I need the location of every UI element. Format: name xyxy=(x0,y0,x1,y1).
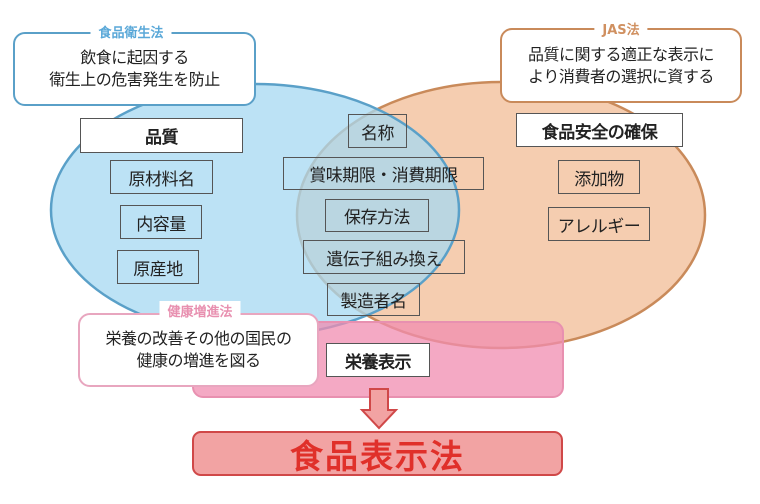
food-sanitation-label: 食品衛生法 xyxy=(90,22,172,41)
purpose-text: 飲食に起因する xyxy=(80,48,189,67)
purpose-text: 衛生上の危害発生を防止 xyxy=(49,70,220,89)
left-item: 原材料名 xyxy=(110,160,213,194)
health-promotion-label: 健康増進法 xyxy=(159,301,241,320)
jas-callout: 品質に関する適正な表示により消費者の選択に資する xyxy=(500,28,742,103)
jas-label: JAS法 xyxy=(594,19,648,38)
down-arrow-icon xyxy=(359,388,399,430)
right-item: アレルギー xyxy=(548,207,650,241)
overlap-item: 賞味期限・消費期限 xyxy=(283,157,484,190)
purpose-text: より消費者の選択に資する xyxy=(528,66,714,86)
overlap-item: 製造者名 xyxy=(327,283,420,316)
overlap-item: 遺伝子組み換え xyxy=(303,240,465,274)
overlap-item: 名称 xyxy=(348,114,407,148)
health-promotion-callout: 栄養の改善その他の国民の健康の増進を図る xyxy=(78,313,319,387)
purpose-text: 品質に関する適正な表示に xyxy=(527,44,715,64)
nutrition-heading: 栄養表示 xyxy=(326,343,430,377)
overlap-item: 保存方法 xyxy=(325,199,429,232)
food-sanitation-callout: 飲食に起因する衛生上の危害発生を防止 xyxy=(13,32,256,106)
right-item: 添加物 xyxy=(558,160,640,194)
left-item: 内容量 xyxy=(120,205,202,239)
left-item: 原産地 xyxy=(117,250,199,284)
food-labeling-act-box: 食品表示法 xyxy=(192,431,563,476)
left-heading: 品質 xyxy=(80,118,243,153)
purpose-text: 健康の増進を図る xyxy=(136,351,261,370)
right-heading: 食品安全の確保 xyxy=(516,113,683,147)
purpose-text: 栄養の改善その他の国民の xyxy=(105,329,292,348)
